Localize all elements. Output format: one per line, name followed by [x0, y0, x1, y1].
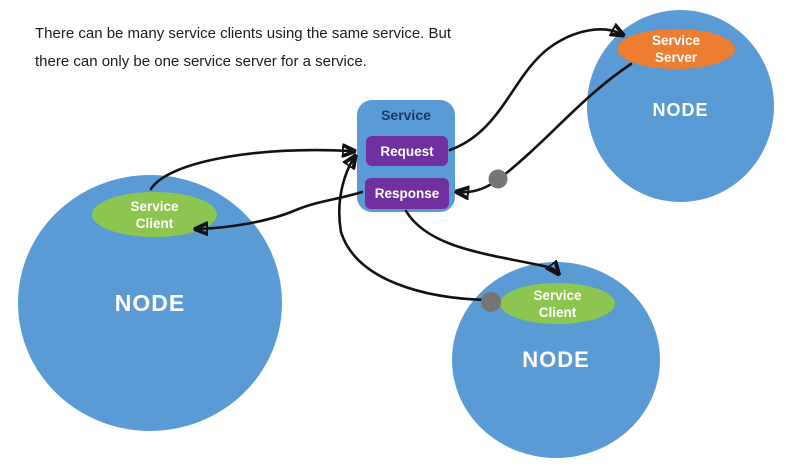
caption-line-2: there can only be one service server for…	[35, 53, 367, 70]
caption: There can be many service clients using …	[35, 20, 495, 76]
service-client-bottom-line2: Client	[538, 304, 577, 320]
service-client-left-line2: Client	[135, 215, 174, 231]
arrow-response-to-bottom-client	[404, 209, 557, 272]
service-server-line2: Server	[654, 50, 698, 65]
caption-line-1: There can be many service clients using …	[35, 25, 452, 42]
service-client-left-line1: Service	[130, 198, 179, 214]
service-server-ellipse: Service Server	[617, 29, 735, 69]
node-left-label: NODE	[114, 290, 186, 316]
node-top-right-label: NODE	[652, 100, 709, 120]
junction-dot-response-path	[488, 169, 508, 189]
service-box: Service Request Response	[357, 100, 455, 212]
service-client-ellipse-bottom: Service Client	[500, 283, 615, 324]
node-bottom-right-label: NODE	[522, 347, 590, 372]
service-client-bottom-line1: Service	[533, 287, 582, 303]
request-pill: Request	[366, 136, 448, 166]
service-server-line1: Service	[651, 33, 701, 48]
service-title: Service	[381, 107, 431, 123]
service-client-ellipse-left: Service Client	[92, 192, 217, 237]
response-pill: Response	[365, 178, 449, 209]
